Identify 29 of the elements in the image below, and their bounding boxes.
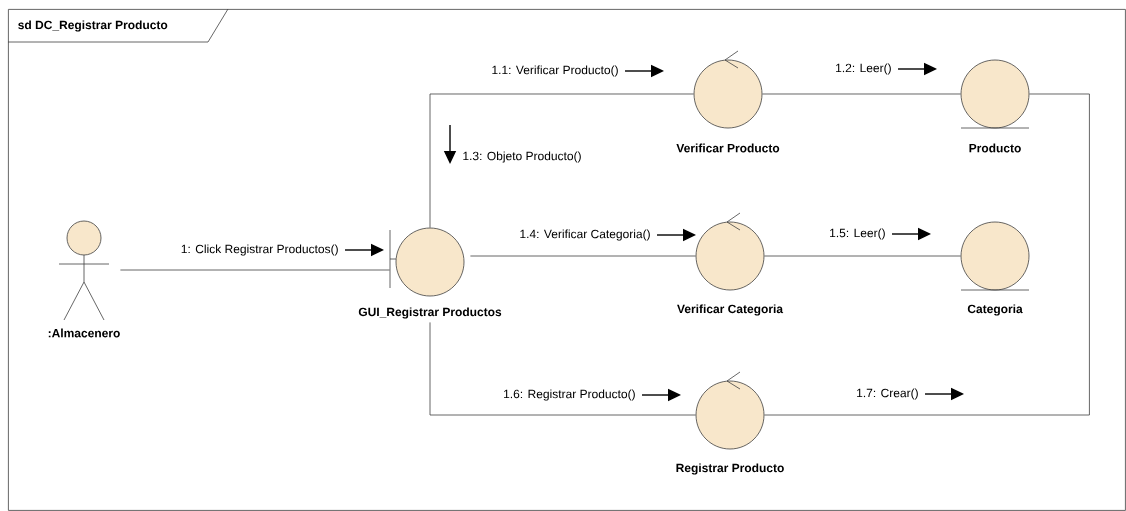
link-line xyxy=(429,93,694,228)
node-label: Producto xyxy=(969,143,1021,153)
link-line xyxy=(764,93,1090,416)
control-object: Registrar Producto xyxy=(676,371,784,475)
message-label: 1.3: Objeto Producto() xyxy=(463,151,581,163)
control-object: Verificar Producto xyxy=(676,50,780,153)
link-line xyxy=(429,322,696,416)
edge-label: 1.2: Leer() xyxy=(836,63,891,75)
link-line xyxy=(762,93,961,95)
node-label: Verificar Categoria xyxy=(677,304,784,316)
edge-label: 1.4: Verificar Categoria() xyxy=(520,229,650,241)
node-label: GUI_Registrar Productos xyxy=(358,307,502,319)
edge-label: 1.6: Registrar Producto() xyxy=(504,389,635,401)
edge-label: 1.1: Verificar Producto() xyxy=(492,65,618,77)
actor-figure: :Almacenero xyxy=(48,220,120,338)
entity-object: Categoria xyxy=(960,221,1030,316)
control-object: Verificar Categoria xyxy=(677,212,784,316)
node-label: Verificar Producto xyxy=(676,143,780,153)
boundary-object: GUI_Registrar Productos xyxy=(358,227,502,319)
link-line xyxy=(120,269,390,271)
edge-label: 1.5: Leer() xyxy=(830,228,885,240)
edge-label: 1.7: Crear() xyxy=(857,388,918,400)
edge-label: 1: Click Registrar Productos() xyxy=(181,244,338,256)
link-line xyxy=(470,255,696,257)
node-label: :Almacenero xyxy=(48,328,120,338)
node-label: Registrar Producto xyxy=(676,463,784,475)
link-line xyxy=(764,255,961,257)
entity-object: Producto xyxy=(960,59,1030,153)
node-label: Categoria xyxy=(967,304,1023,316)
